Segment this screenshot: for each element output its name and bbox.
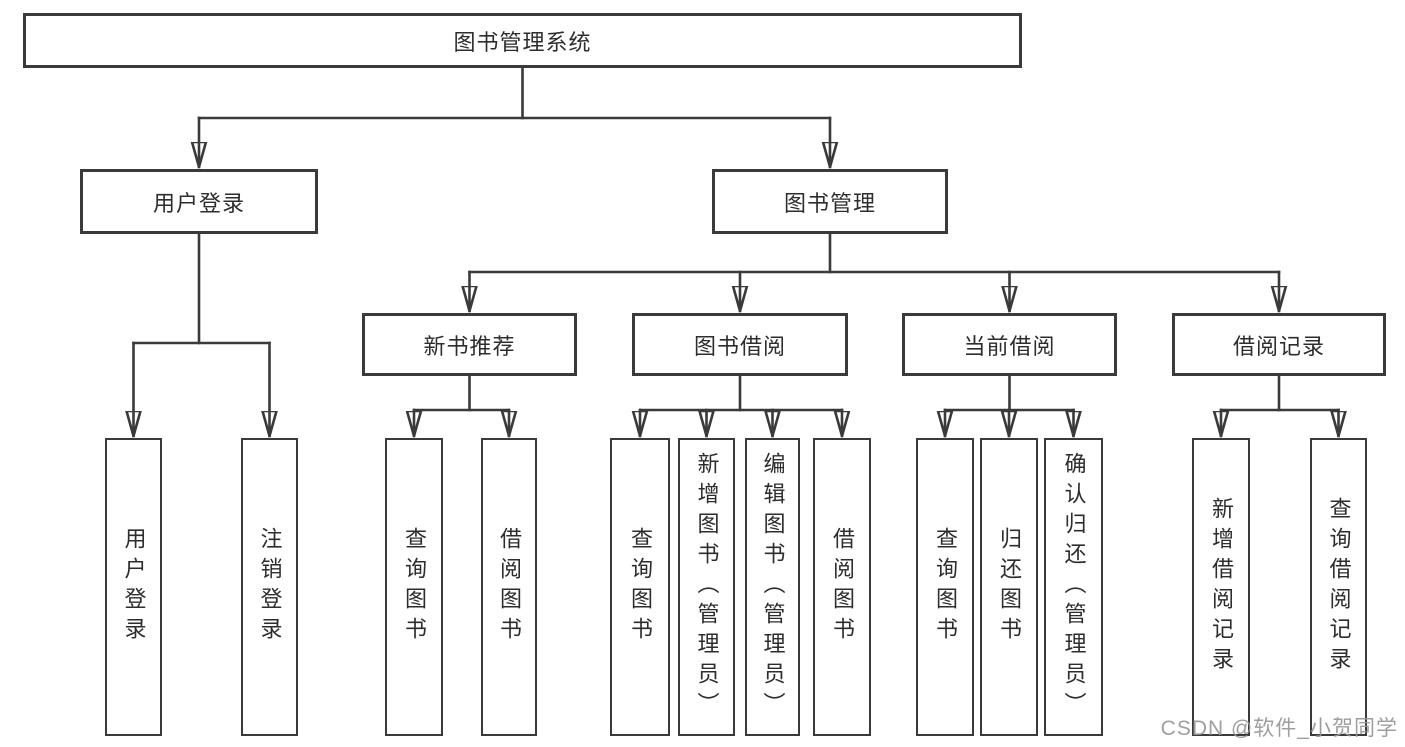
leaf-add-borrow-record-label: 新增借阅记录 [1209, 497, 1234, 677]
leaf-edit-books-admin: 编辑图书（管理员） [745, 438, 800, 736]
node-new-book-recommend-label: 新书推荐 [423, 333, 516, 359]
node-book-management-label: 图书管理 [783, 190, 876, 216]
node-user-login-label: 用户登录 [152, 190, 245, 216]
leaf-query-books-borrowing-label: 查询图书 [628, 527, 653, 647]
node-library-management-system-label: 图书管理系统 [453, 29, 592, 55]
leaf-add-books-admin-label: 新增图书（管理员） [694, 452, 720, 722]
leaf-logout-label: 注销登录 [257, 527, 283, 647]
leaf-user-login-label: 用户登录 [121, 527, 147, 647]
leaf-confirm-return-admin: 确认归还（管理员） [1044, 438, 1103, 736]
leaf-borrow-books-borrowing-label: 借阅图书 [830, 527, 855, 647]
node-borrowing-records-label: 借阅记录 [1232, 333, 1325, 359]
leaf-edit-books-admin-label: 编辑图书（管理员） [760, 452, 786, 722]
leaf-add-borrow-record: 新增借阅记录 [1192, 438, 1250, 736]
leaf-query-books-current-label: 查询图书 [933, 527, 958, 647]
node-user-login: 用户登录 [80, 169, 318, 234]
node-book-borrowing-label: 图书借阅 [693, 333, 786, 359]
watermark: CSDN @软件_小贺同学 [1160, 717, 1398, 740]
node-book-management: 图书管理 [712, 169, 948, 234]
node-current-borrowing: 当前借阅 [902, 313, 1117, 376]
node-borrowing-records: 借阅记录 [1172, 313, 1386, 376]
leaf-return-books-label: 归还图书 [997, 527, 1022, 647]
leaf-borrow-books-recommend: 借阅图书 [481, 438, 537, 736]
node-library-management-system: 图书管理系统 [23, 13, 1022, 68]
node-book-borrowing: 图书借阅 [632, 313, 848, 376]
leaf-borrow-books-recommend-label: 借阅图书 [497, 527, 522, 647]
leaf-add-books-admin: 新增图书（管理员） [678, 438, 735, 736]
leaf-query-borrow-record-label: 查询借阅记录 [1326, 497, 1352, 677]
node-current-borrowing-label: 当前借阅 [963, 333, 1056, 359]
leaf-query-books-recommend-label: 查询图书 [402, 527, 427, 647]
leaf-query-books-current: 查询图书 [916, 438, 974, 736]
leaf-query-books-borrowing: 查询图书 [610, 438, 670, 736]
leaf-query-books-recommend: 查询图书 [385, 438, 443, 736]
leaf-query-borrow-record: 查询借阅记录 [1310, 438, 1367, 736]
leaf-return-books: 归还图书 [980, 438, 1038, 736]
leaf-user-login: 用户登录 [105, 438, 162, 736]
leaf-confirm-return-admin-label: 确认归还（管理员） [1061, 452, 1087, 722]
leaf-logout: 注销登录 [241, 438, 298, 736]
node-new-book-recommend: 新书推荐 [362, 313, 577, 376]
leaf-borrow-books-borrowing: 借阅图书 [813, 438, 871, 736]
